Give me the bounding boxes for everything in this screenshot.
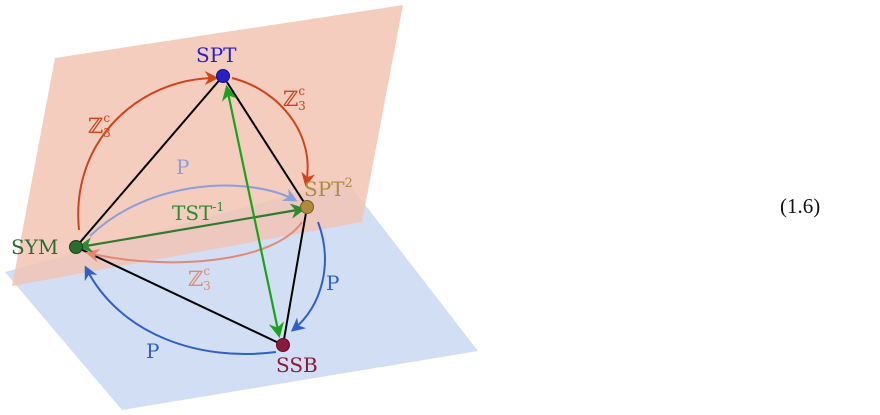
p-right-arrow [290,221,326,332]
equation-number: (1.6) [780,194,821,218]
sym-label: SYM [11,235,58,259]
spt2-node [300,200,314,214]
sym-node [69,240,83,254]
spt2-exponent: 2 [345,176,353,191]
ssb-label: SSB [276,353,318,377]
p-bottom-arrow [84,265,277,356]
p-right-label: P [326,271,339,295]
p-bottom-label: P [146,339,159,363]
z3c-left-arrow [77,71,219,231]
spt-ssb-arrow [222,84,284,339]
spt-label: SPT [196,43,237,67]
ssb-node [276,338,290,352]
spt-node [216,69,230,83]
z3c-right-arrow [231,77,316,187]
spt2-label: SPT2 [304,176,353,201]
p-top-label: P [176,155,189,179]
tst-label: TST-1 [172,200,224,225]
